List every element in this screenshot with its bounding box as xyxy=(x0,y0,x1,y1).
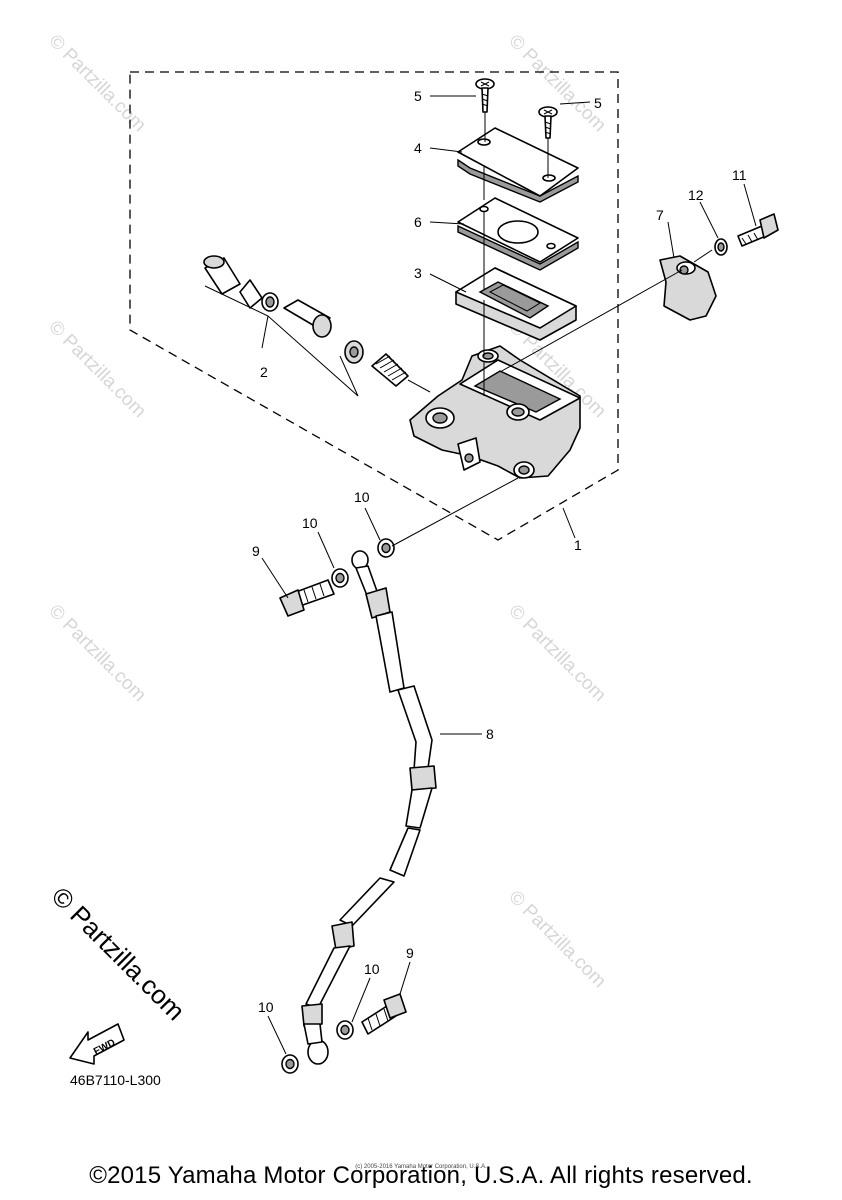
reservoir-cap-part-4 xyxy=(457,127,579,203)
callout-10: 10 xyxy=(354,489,370,505)
union-bolt-part-9 xyxy=(279,579,335,617)
washer-part-12 xyxy=(714,238,728,256)
bolt-part-11 xyxy=(737,213,779,247)
copyright-small: (c) 2005-2016 Yamaha Motor Corporation, … xyxy=(355,1164,487,1170)
callout-5: 5 xyxy=(594,95,602,111)
holder-part-7 xyxy=(659,255,717,321)
callout-1: 1 xyxy=(574,537,582,553)
watermark-prominent: © Partzilla.com xyxy=(46,881,191,1026)
copper-washer-part-10 xyxy=(331,568,349,588)
callout-10: 10 xyxy=(364,961,380,977)
callout-9: 9 xyxy=(252,543,260,559)
watermark-text: © Partzilla.com xyxy=(504,887,609,992)
assembly-boundary xyxy=(129,71,619,541)
leader-lines xyxy=(261,95,757,1055)
screw-part-5 xyxy=(475,78,495,113)
watermark-text: © Partzilla.com xyxy=(504,601,609,706)
copper-washer-part-10 xyxy=(336,1020,354,1040)
callout-11: 11 xyxy=(732,167,747,183)
callout-5: 5 xyxy=(414,88,422,104)
diaphragm-part-3 xyxy=(455,267,577,341)
callout-7: 7 xyxy=(656,207,664,223)
union-bolt-part-9 xyxy=(361,993,407,1035)
callouts: 5 5 4 6 3 2 7 12 11 1 10 10 9 8 10 9 10 xyxy=(252,88,747,1015)
brake-hose-part-8 xyxy=(301,550,437,1065)
piston-kit-part-2 xyxy=(203,255,409,397)
callout-4: 4 xyxy=(414,140,422,156)
callout-12: 12 xyxy=(688,187,704,203)
master-cylinder-body-part-1 xyxy=(409,345,581,479)
fwd-arrow-icon: FWD xyxy=(69,1023,125,1065)
copyright-text: ©2015 Yamaha Motor Corporation, U.S.A. A… xyxy=(89,1162,753,1189)
copper-washer-part-10 xyxy=(281,1054,299,1074)
watermark-text: © Partzilla.com xyxy=(44,601,149,706)
callout-10: 10 xyxy=(302,515,318,531)
diagram-code: 46B7110-L300 xyxy=(70,1072,161,1088)
screw-part-5 xyxy=(538,106,558,139)
callout-2: 2 xyxy=(260,364,268,380)
callout-6: 6 xyxy=(414,214,422,230)
watermark-text: © Partzilla.com xyxy=(504,31,609,136)
copper-washer-part-10 xyxy=(377,538,395,558)
callout-10: 10 xyxy=(258,999,274,1015)
watermark-text: © Partzilla.com xyxy=(44,31,149,136)
callout-9: 9 xyxy=(406,945,414,961)
diaphragm-plate-part-6 xyxy=(457,197,579,271)
callout-3: 3 xyxy=(414,265,422,281)
callout-8: 8 xyxy=(486,726,494,742)
